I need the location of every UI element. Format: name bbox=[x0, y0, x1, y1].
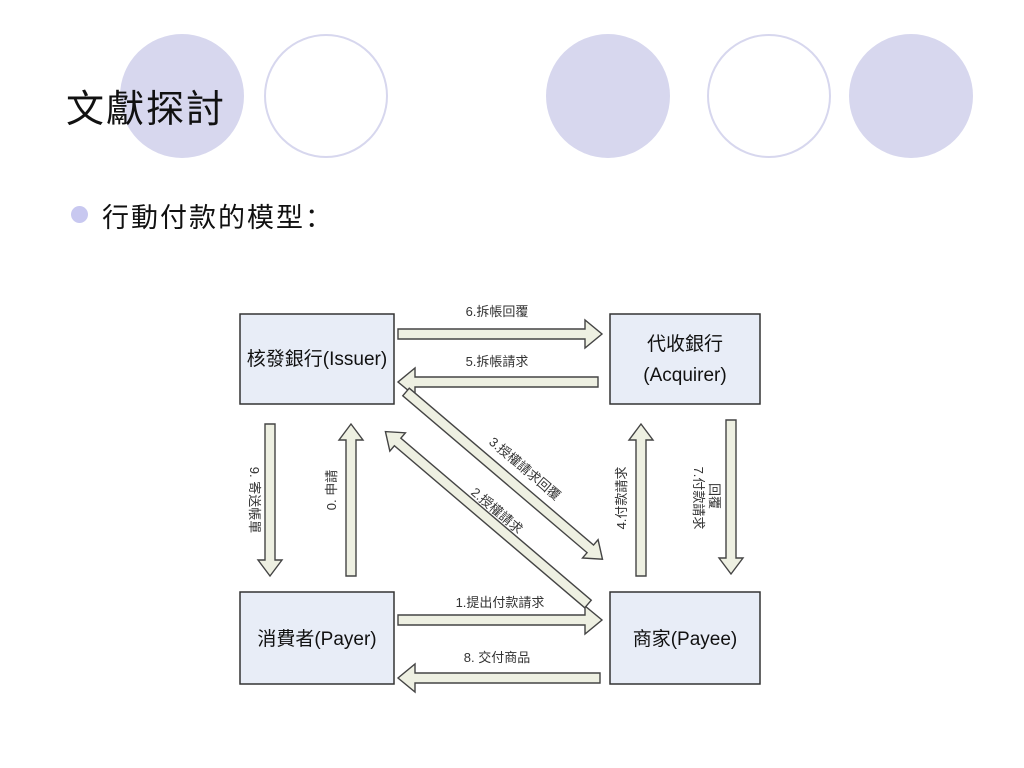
edge-label-0: 0. 申請 bbox=[324, 470, 339, 510]
arrow-5 bbox=[396, 366, 599, 398]
arrow-2 bbox=[384, 430, 593, 609]
decor-circle-1 bbox=[120, 34, 244, 158]
node-acquirer: 代收銀行 (Acquirer) bbox=[609, 313, 761, 405]
node-payee-label: 商家(Payee) bbox=[633, 628, 738, 650]
arrow-3 bbox=[401, 387, 604, 560]
arrow-6 bbox=[397, 318, 604, 350]
node-payer: 消費者(Payer) bbox=[239, 591, 395, 685]
edge-label-6: 6.拆帳回覆 bbox=[466, 304, 529, 319]
arrow-0 bbox=[337, 422, 365, 577]
edge-label-1: 1.提出付款請求 bbox=[456, 595, 545, 610]
decor-circle-3 bbox=[546, 34, 670, 158]
edge-label-7a: 7.付款請求 bbox=[691, 467, 706, 530]
node-issuer-label: 核發銀行(Issuer) bbox=[247, 348, 387, 370]
node-acquirer-label-1: 代收銀行 bbox=[647, 333, 723, 355]
slide-title: 文獻探討 bbox=[66, 87, 227, 131]
edge-label-9: 9. 寄送帳單 bbox=[247, 467, 262, 533]
edge-label-8: 8. 交付商品 bbox=[464, 650, 530, 665]
arrow-4 bbox=[627, 422, 655, 577]
edge-label-4: 4.付款請求 bbox=[614, 467, 629, 530]
node-payer-label: 消費者(Payer) bbox=[257, 628, 376, 650]
node-acquirer-label-2: (Acquirer) bbox=[643, 365, 726, 386]
bullet-dot-icon bbox=[71, 206, 88, 223]
edge-label-7b: 回覆 bbox=[707, 483, 722, 509]
arrow-8 bbox=[396, 662, 601, 694]
arrow-7 bbox=[717, 419, 745, 576]
decor-circle-4 bbox=[707, 34, 831, 158]
decor-circle-5 bbox=[849, 34, 973, 158]
arrow-1 bbox=[397, 604, 604, 636]
arrow-9 bbox=[256, 423, 284, 578]
node-issuer: 核發銀行(Issuer) bbox=[239, 313, 395, 405]
node-payee: 商家(Payee) bbox=[609, 591, 761, 685]
bullet-text: 行動付款的模型： bbox=[102, 203, 334, 234]
decor-circle-2 bbox=[264, 34, 388, 158]
edge-label-5: 5.拆帳請求 bbox=[466, 354, 529, 369]
